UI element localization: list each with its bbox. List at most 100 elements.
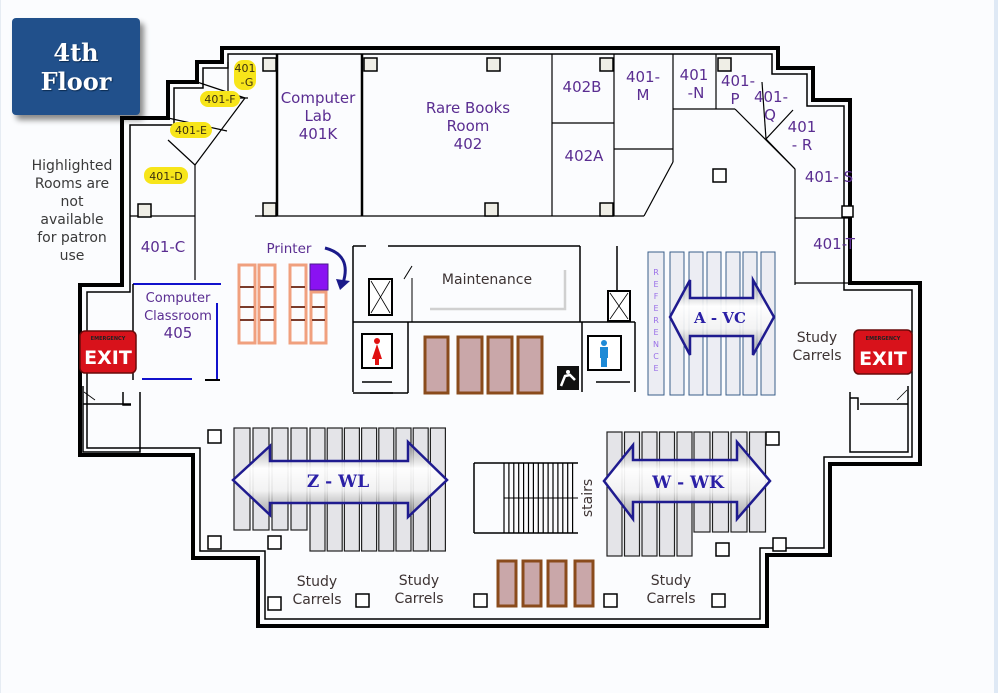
- central-stairs: [473, 462, 578, 534]
- room-401e-text: 401-E: [175, 124, 207, 137]
- reference-letter: F: [654, 292, 659, 301]
- printer-arrowhead-icon: [336, 279, 350, 290]
- reference-letter: E: [653, 364, 658, 373]
- room-401n: 401 -N: [680, 66, 709, 102]
- room-401f-label: 401-F: [200, 91, 240, 107]
- study-carrels-south3-line2: Carrels: [646, 591, 695, 607]
- room-402-line2: Room: [447, 117, 490, 135]
- exit-west-main-text: EXIT: [84, 347, 132, 369]
- floor-badge-line2: Floor: [40, 66, 112, 96]
- tables-core: [423, 335, 544, 395]
- accessible-icon: [557, 366, 579, 390]
- room-401q: 401- Q: [754, 88, 788, 124]
- room-401d-label: 401-D: [144, 167, 188, 184]
- study-carrels-south-3: Study Carrels: [646, 573, 695, 607]
- w-wk-label: W - WK: [651, 473, 725, 493]
- shelf-dividers: [240, 286, 325, 321]
- room-401m-line2: M: [637, 86, 650, 104]
- printer-label: Printer: [267, 241, 312, 257]
- room-401g-label: 401 -G: [234, 60, 256, 90]
- room-405-line3: 405: [164, 324, 193, 342]
- study-carrels-east: Study Carrels: [792, 330, 841, 364]
- exit-sign-east: EMERGENCY EXIT: [853, 329, 913, 375]
- w-wk-arrow: W - WK: [602, 438, 772, 523]
- room-401q-line2: Q: [764, 106, 776, 124]
- computer-classroom-405: Computer Classroom 405: [132, 283, 221, 381]
- reference-letter: E: [653, 304, 658, 313]
- reference-letter: R: [653, 268, 659, 277]
- highlighted-rooms: 401 -G 401-F 401-E 401-D: [144, 60, 256, 184]
- elevator-west: [368, 278, 393, 316]
- exit-sign-west: EMERGENCY EXIT: [79, 330, 137, 374]
- room-401g-line1: 401: [235, 62, 256, 75]
- mens-restroom: [587, 335, 622, 371]
- room-401k-line1: Computer: [281, 89, 356, 107]
- mens-restroom-icon: [600, 340, 608, 367]
- building-core: [352, 245, 636, 394]
- room-401m-line1: 401-: [626, 68, 660, 86]
- room-401s: 401- S: [805, 168, 853, 186]
- reference-letter: N: [653, 340, 659, 349]
- legend-line: Highlighted: [31, 158, 113, 174]
- room-401q-line1: 401-: [754, 88, 788, 106]
- floor-badge: 4th Floor: [12, 18, 140, 115]
- study-carrels-south3-line1: Study: [651, 573, 691, 589]
- room-401e-label: 401-E: [170, 122, 212, 138]
- elevator-east: [607, 290, 631, 322]
- room-401p-line1: 401-: [721, 72, 755, 90]
- study-carrels-south2-line2: Carrels: [394, 591, 443, 607]
- legend-line: Rooms are: [34, 176, 110, 192]
- reference-letter: E: [653, 280, 658, 289]
- reference-letter: E: [653, 328, 658, 337]
- highlight-legend-note: Highlighted Rooms are not available for …: [22, 157, 122, 265]
- room-402-line3: 402: [454, 135, 483, 153]
- room-402a: 402A: [565, 147, 605, 165]
- printer-arrow-icon: [324, 246, 347, 284]
- study-carrels-south1-line1: Study: [297, 574, 337, 590]
- study-carrels-south2-line1: Study: [399, 573, 439, 589]
- study-carrels-south-2: Study Carrels: [394, 573, 443, 607]
- z-wl-label: Z - WL: [307, 472, 369, 492]
- room-401n-line1: 401: [680, 66, 709, 84]
- study-carrels-east-line1: Study: [797, 330, 837, 346]
- study-carrels-east-line2: Carrels: [792, 348, 841, 364]
- a-vc-label: A - VC: [693, 309, 746, 327]
- legend-line: not: [60, 194, 84, 210]
- stairwell-east: [849, 386, 909, 453]
- floor-badge-line1: 4th: [53, 37, 99, 67]
- womens-restroom-icon: [372, 338, 382, 365]
- room-401g-line2: -G: [241, 76, 254, 89]
- outer-walls: [78, 46, 922, 628]
- study-carrels-south-1: Study Carrels: [292, 574, 341, 608]
- maintenance-room: Maintenance: [430, 270, 567, 311]
- maintenance-label: Maintenance: [442, 272, 532, 288]
- room-401n-line2: -N: [688, 84, 705, 102]
- tables-south: [496, 559, 595, 608]
- north-room-walls: [130, 54, 850, 285]
- room-401c: 401-C: [141, 238, 186, 256]
- room-405-line1: Computer: [146, 291, 211, 306]
- columns: [137, 57, 854, 611]
- room-401k: Computer Lab 401K: [281, 89, 356, 143]
- exit-east-top-text: EMERGENCY: [866, 336, 901, 342]
- room-402-line1: Rare Books: [426, 99, 510, 117]
- stairs-label: stairs: [580, 479, 596, 517]
- legend-line: available: [40, 212, 104, 228]
- printer-icon: [309, 263, 329, 291]
- room-401d-text: 401-D: [149, 170, 182, 183]
- exit-west-top-text: EMERGENCY: [91, 336, 126, 342]
- room-401f-text: 401-F: [204, 93, 235, 106]
- room-402b: 402B: [563, 78, 602, 96]
- reference-letter: R: [653, 316, 659, 325]
- legend-line: use: [59, 248, 85, 264]
- stairwell-west: [82, 386, 141, 453]
- room-401m: 401- M: [626, 68, 660, 104]
- printer-shelves: [237, 263, 328, 345]
- legend-line: for patron: [37, 230, 107, 246]
- room-labels: 401-C Computer Lab 401K Rare Books Room …: [141, 66, 856, 256]
- womens-restroom: [361, 333, 393, 369]
- reference-letter: C: [653, 352, 659, 361]
- study-carrels-south1-line2: Carrels: [292, 592, 341, 608]
- reference-vertical-label: R E F E R E N C E: [653, 268, 659, 373]
